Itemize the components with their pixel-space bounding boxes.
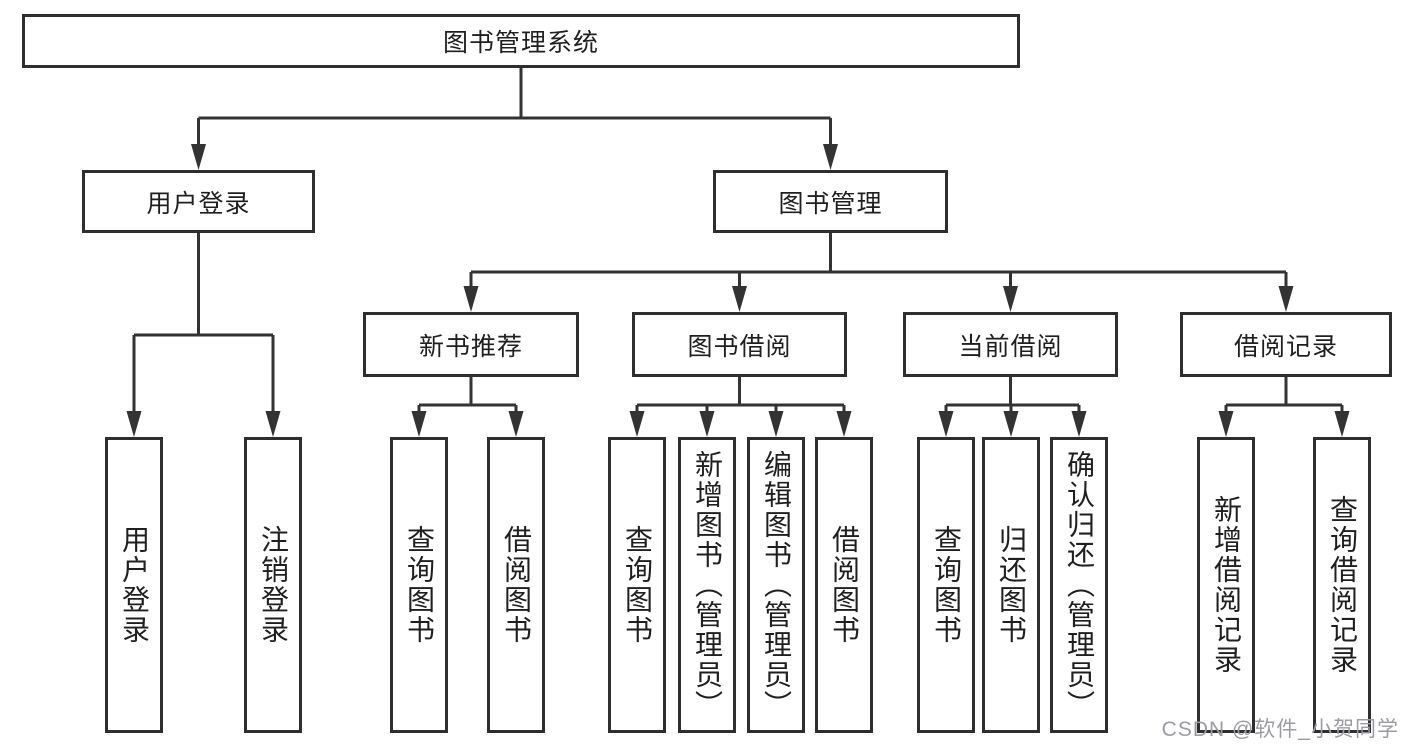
leaf-br-add-record: 新增借阅记录 xyxy=(1197,437,1255,733)
node-root: 图书管理系统 xyxy=(22,14,1020,68)
leaf-br-query-record-label: 查询借阅记录 xyxy=(1327,495,1358,675)
leaf-br-add-record-label: 新增借阅记录 xyxy=(1211,495,1242,675)
leaf-cb-confirm-return-admin-label: 确认归还（管理员） xyxy=(1064,450,1095,720)
leaf-bb-query-books: 查询图书 xyxy=(608,437,666,733)
node-book-borrow: 图书借阅 xyxy=(632,312,847,377)
node-current-borrow: 当前借阅 xyxy=(903,312,1118,377)
leaf-cb-query-books-label: 查询图书 xyxy=(931,525,962,645)
node-book-management-label: 图书管理 xyxy=(778,189,883,218)
leaf-nb-query-books-label: 查询图书 xyxy=(404,525,435,645)
node-root-label: 图书管理系统 xyxy=(442,29,599,57)
leaf-user-login-label: 用户登录 xyxy=(119,525,150,645)
node-new-book-recommend-label: 新书推荐 xyxy=(418,332,523,361)
node-new-book-recommend: 新书推荐 xyxy=(363,312,579,377)
leaf-bb-add-books-admin-label: 新增图书（管理员） xyxy=(692,450,723,720)
node-borrow-records-label: 借阅记录 xyxy=(1233,332,1338,361)
leaf-nb-query-books: 查询图书 xyxy=(390,437,448,733)
leaf-logout: 注销登录 xyxy=(244,437,302,733)
leaf-cb-confirm-return-admin: 确认归还（管理员） xyxy=(1050,437,1108,733)
node-user-login: 用户登录 xyxy=(82,170,315,233)
leaf-bb-edit-books-admin: 编辑图书（管理员） xyxy=(747,437,805,733)
node-user-login-label: 用户登录 xyxy=(146,189,251,218)
leaf-bb-borrow-books: 借阅图书 xyxy=(815,437,873,733)
leaf-br-query-record: 查询借阅记录 xyxy=(1313,437,1371,733)
leaf-bb-add-books-admin: 新增图书（管理员） xyxy=(678,437,736,733)
node-book-management: 图书管理 xyxy=(713,170,948,233)
leaf-bb-borrow-books-label: 借阅图书 xyxy=(829,525,860,645)
leaf-bb-edit-books-admin-label: 编辑图书（管理员） xyxy=(761,450,792,720)
leaf-cb-query-books: 查询图书 xyxy=(917,437,975,733)
leaf-nb-borrow-books-label: 借阅图书 xyxy=(501,525,532,645)
leaf-nb-borrow-books: 借阅图书 xyxy=(487,437,545,733)
leaf-cb-return-books: 归还图书 xyxy=(982,437,1040,733)
leaf-user-login: 用户登录 xyxy=(105,437,163,733)
node-borrow-records: 借阅记录 xyxy=(1180,312,1392,377)
arrowheads xyxy=(126,144,1350,437)
leaf-bb-query-books-label: 查询图书 xyxy=(622,525,653,645)
leaf-logout-label: 注销登录 xyxy=(258,525,289,645)
node-book-borrow-label: 图书借阅 xyxy=(687,332,792,361)
leaf-cb-return-books-label: 归还图书 xyxy=(996,525,1027,645)
node-current-borrow-label: 当前借阅 xyxy=(958,332,1063,361)
